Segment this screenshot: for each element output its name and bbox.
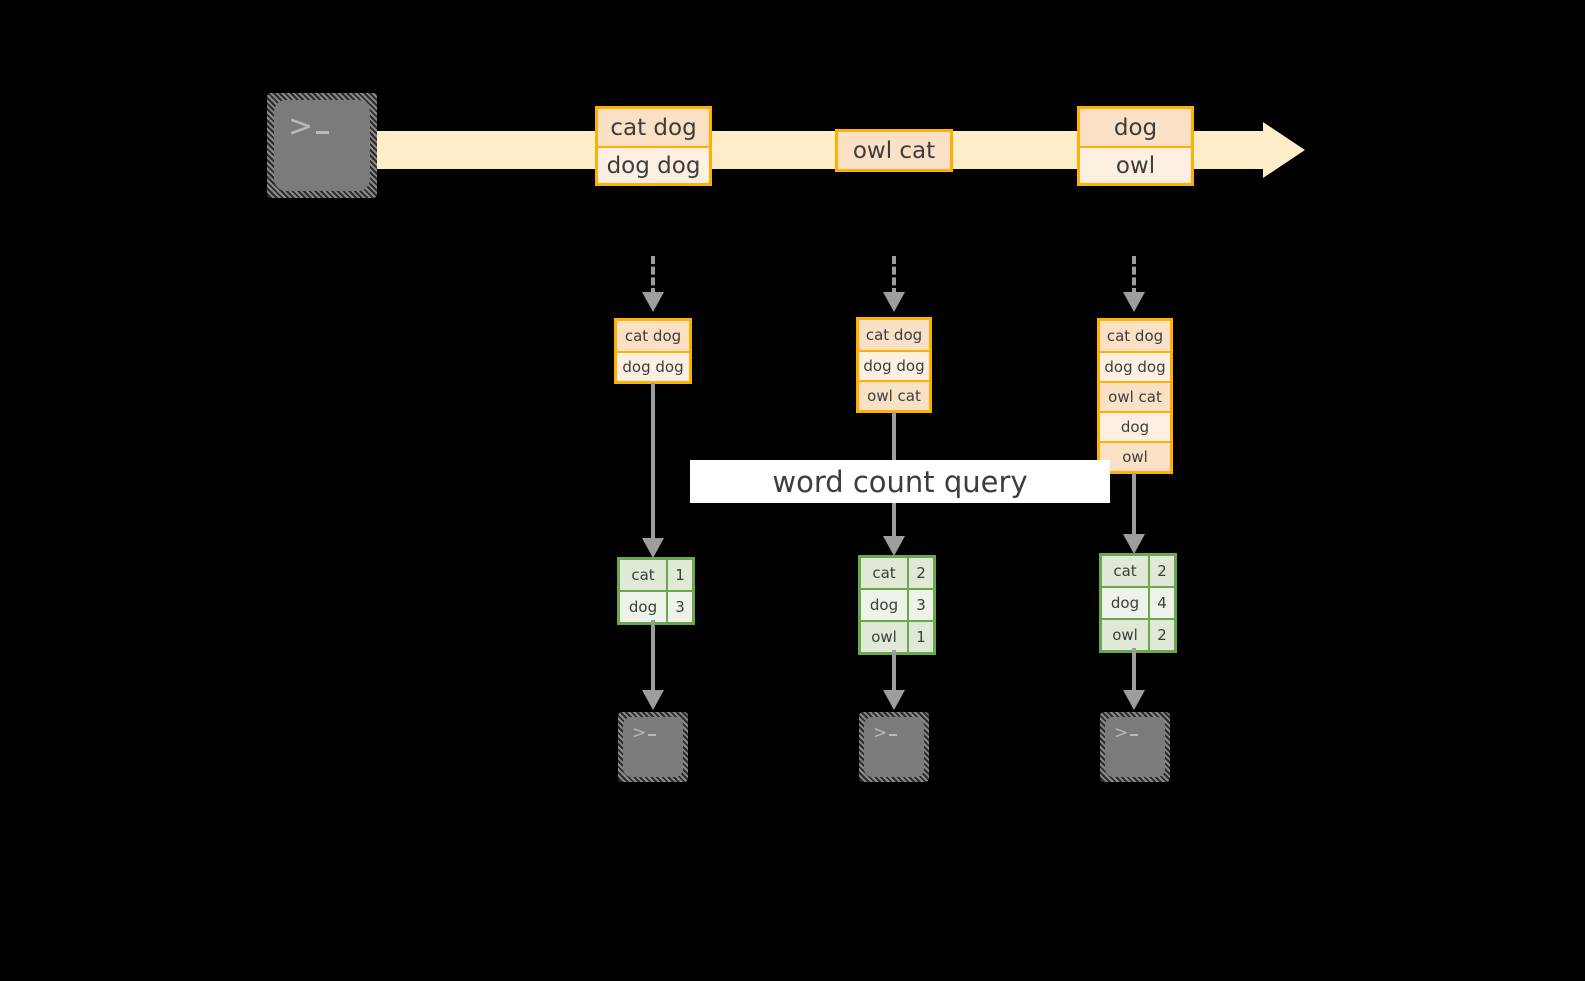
- snapshot-3-capture-line: [1132, 256, 1136, 296]
- snapshot-3-sink-arrowhead: [1123, 690, 1145, 710]
- result-count: 1: [907, 622, 933, 652]
- snapshot-1-capture-arrowhead: [642, 292, 664, 312]
- stream-message: owl: [1080, 146, 1191, 183]
- result-count: 4: [1148, 588, 1174, 618]
- input-row: cat dog: [1100, 321, 1170, 351]
- snapshot-2-sink-arrowhead: [883, 690, 905, 710]
- result-word: cat: [620, 560, 666, 590]
- result-word: dog: [620, 592, 666, 622]
- result-count: 2: [907, 558, 933, 588]
- source-terminal-icon[interactable]: >: [267, 93, 377, 198]
- terminal-prompt-glyph: >: [1114, 725, 1139, 742]
- snapshot-3-sink-line: [1132, 648, 1136, 695]
- result-word: dog: [861, 590, 907, 620]
- result-count: 2: [1148, 620, 1174, 650]
- input-row: dog: [1100, 411, 1170, 441]
- table-row: dog 3: [861, 588, 933, 620]
- terminal-screen: >: [864, 717, 924, 777]
- table-row: cat 1: [620, 560, 692, 590]
- snapshot-1-sink-terminal-icon[interactable]: >: [618, 712, 688, 782]
- result-word: cat: [1102, 556, 1148, 586]
- table-row: cat 2: [1102, 556, 1174, 586]
- snapshot-2-query-arrowhead: [883, 536, 905, 556]
- snapshot-3-query-arrowhead: [1123, 534, 1145, 554]
- result-word: owl: [1102, 620, 1148, 650]
- input-row: owl cat: [859, 380, 929, 410]
- input-row: cat dog: [859, 320, 929, 350]
- snapshot-2-capture-line: [892, 256, 896, 296]
- result-count: 2: [1148, 556, 1174, 586]
- table-row: dog 3: [620, 590, 692, 622]
- snapshot-1-query-arrowhead: [642, 538, 664, 558]
- result-count: 3: [907, 590, 933, 620]
- result-word: cat: [861, 558, 907, 588]
- result-word: owl: [861, 622, 907, 652]
- result-word: dog: [1102, 588, 1148, 618]
- stream-group-3[interactable]: dog owl: [1077, 106, 1194, 186]
- snapshot-2-input-table[interactable]: cat dog dog dog owl cat: [856, 317, 932, 413]
- snapshot-1-query-line: [651, 383, 655, 548]
- input-row: owl cat: [1100, 381, 1170, 411]
- input-row: owl: [1100, 441, 1170, 471]
- snapshot-1-input-table[interactable]: cat dog dog dog: [614, 318, 692, 384]
- table-row: owl 1: [861, 620, 933, 652]
- terminal-prompt-glyph: >: [288, 112, 330, 142]
- result-count: 3: [666, 592, 692, 622]
- table-row: cat 2: [861, 558, 933, 588]
- stream-message: dog: [1080, 109, 1191, 146]
- input-row: dog dog: [859, 350, 929, 380]
- terminal-prompt-glyph: >: [632, 725, 657, 742]
- stream-group-2[interactable]: owl cat: [835, 129, 953, 172]
- input-row: cat dog: [617, 321, 689, 351]
- snapshot-3-capture-arrowhead: [1123, 292, 1145, 312]
- result-count: 1: [666, 560, 692, 590]
- snapshot-1-sink-line: [651, 620, 655, 695]
- stream-message: cat dog: [598, 109, 709, 146]
- stream-message: owl cat: [838, 132, 950, 169]
- query-label: word count query: [690, 460, 1110, 503]
- snapshot-3-result-table[interactable]: cat 2 dog 4 owl 2: [1099, 553, 1177, 653]
- snapshot-3-input-table[interactable]: cat dog dog dog owl cat dog owl: [1097, 318, 1173, 474]
- terminal-prompt-glyph: >: [873, 725, 898, 742]
- input-row: dog dog: [1100, 351, 1170, 381]
- terminal-screen: >: [623, 717, 683, 777]
- stream-group-1[interactable]: cat dog dog dog: [595, 106, 712, 186]
- table-row: dog 4: [1102, 586, 1174, 618]
- snapshot-2-result-table[interactable]: cat 2 dog 3 owl 1: [858, 555, 936, 655]
- stream-arrow-head: [1263, 122, 1305, 178]
- snapshot-2-capture-arrowhead: [883, 292, 905, 312]
- table-row: owl 2: [1102, 618, 1174, 650]
- input-row: dog dog: [617, 351, 689, 381]
- snapshot-3-sink-terminal-icon[interactable]: >: [1100, 712, 1170, 782]
- snapshot-1-capture-line: [651, 256, 655, 296]
- snapshot-2-sink-line: [892, 650, 896, 695]
- snapshot-2-sink-terminal-icon[interactable]: >: [859, 712, 929, 782]
- stream-message: dog dog: [598, 146, 709, 183]
- snapshot-1-result-table[interactable]: cat 1 dog 3: [617, 557, 695, 625]
- snapshot-1-sink-arrowhead: [642, 690, 664, 710]
- terminal-screen: >: [274, 100, 370, 191]
- snapshot-3-query-line: [1132, 473, 1136, 545]
- terminal-screen: >: [1105, 717, 1165, 777]
